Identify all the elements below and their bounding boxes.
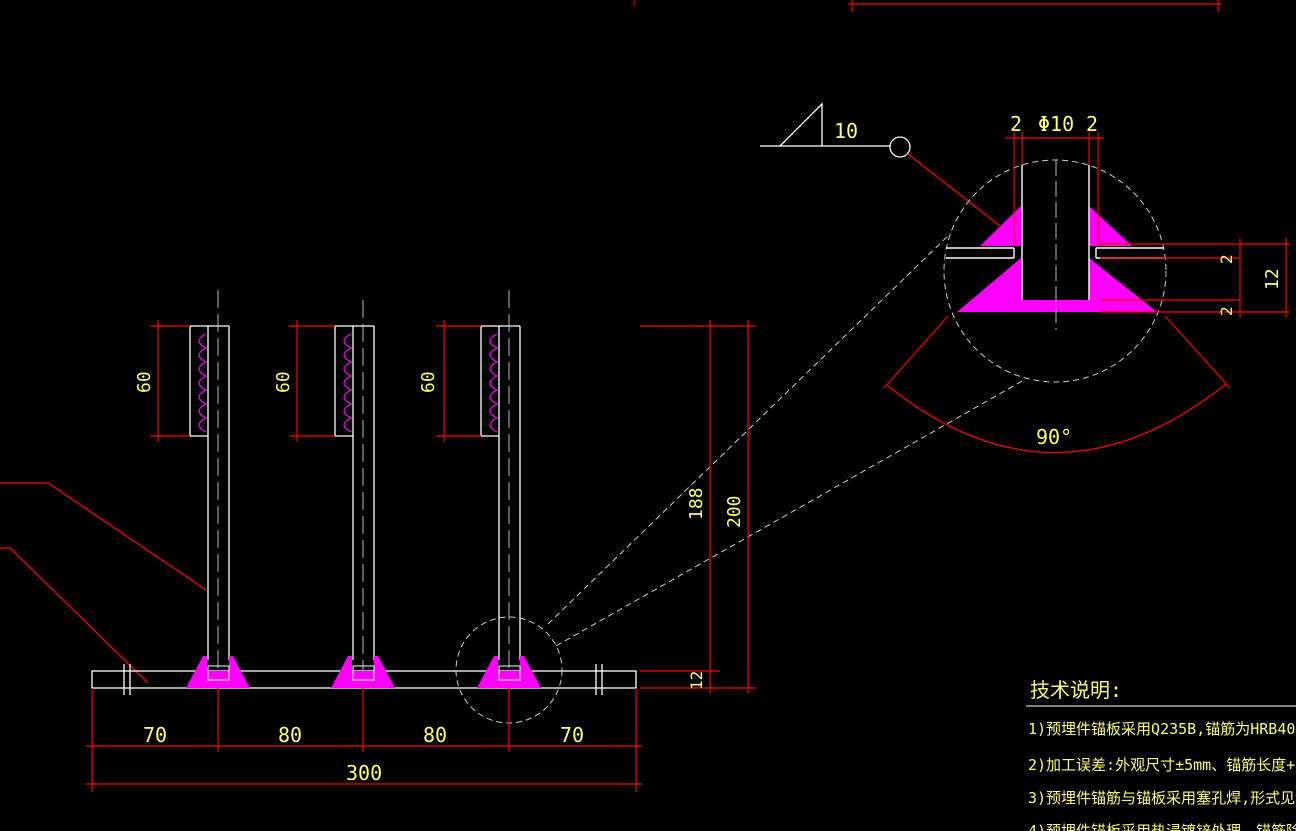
- detail-view-circle: [943, 159, 1167, 383]
- leader-lines: [0, 482, 207, 684]
- weld-symbol-size: 10: [834, 119, 858, 143]
- detail-weld-fill: [957, 206, 1157, 312]
- detail-gap-top: 2: [1217, 254, 1236, 264]
- right-vertical-dims: [640, 320, 756, 694]
- weld-beads: [198, 333, 499, 433]
- notes-title: 技术说明:: [1030, 678, 1122, 702]
- anchor-bar-2: [334, 300, 375, 710]
- plug-welds: [186, 656, 541, 688]
- weld-height-dims: [150, 320, 481, 442]
- notes-line-2: 2)加工误差:外观尺寸±5mm、锚筋长度+10mm,: [1028, 756, 1296, 774]
- dim-bottom-4: 70: [560, 723, 584, 747]
- notes-line-1: 1)预埋件锚板采用Q235B,锚筋为HRB400螺纹钢: [1028, 720, 1296, 738]
- weld-height-label-1: 60: [134, 371, 155, 393]
- weld-symbol: [760, 102, 911, 158]
- detail-angle: 90°: [1036, 425, 1072, 449]
- dim-total: 300: [346, 761, 382, 785]
- plug-weld-holes: [207, 665, 521, 681]
- angle-arc: [887, 383, 1227, 453]
- detail-gap-left: 2: [1010, 112, 1022, 136]
- top-partial-dimension: [848, 0, 1222, 12]
- weld-height-label-3: 60: [418, 371, 439, 393]
- detail-gap-right: 2: [1086, 112, 1098, 136]
- anchor-bar-3: [480, 290, 521, 720]
- anchor-bar-1: [189, 290, 230, 710]
- detail-bar-dia: Φ10: [1038, 112, 1074, 136]
- detail-plate-thickness: 12: [1262, 268, 1283, 290]
- weld-symbol-leader: [907, 153, 1001, 227]
- bottom-dims: [86, 688, 642, 792]
- dim-bottom-3: 80: [423, 723, 447, 747]
- detail-gap-bottom: 2: [1217, 306, 1236, 316]
- dim-bar-length: 188: [686, 487, 707, 520]
- detail-projection-lines: [547, 233, 1025, 647]
- notes-line-3: 3)预埋件锚筋与锚板采用塞孔焊,形式见详图;: [1028, 789, 1296, 807]
- dim-bottom-2: 80: [278, 723, 302, 747]
- dim-plate-thickness: 12: [687, 671, 706, 690]
- notes-line-4: 4)预埋件锚板采用热浸镀锌处理，锚筋除锈;: [1028, 822, 1296, 831]
- detail-dims: [883, 132, 1290, 389]
- dim-bottom-1: 70: [143, 723, 167, 747]
- weld-height-label-2: 60: [273, 371, 294, 393]
- dim-total-height: 200: [724, 495, 745, 528]
